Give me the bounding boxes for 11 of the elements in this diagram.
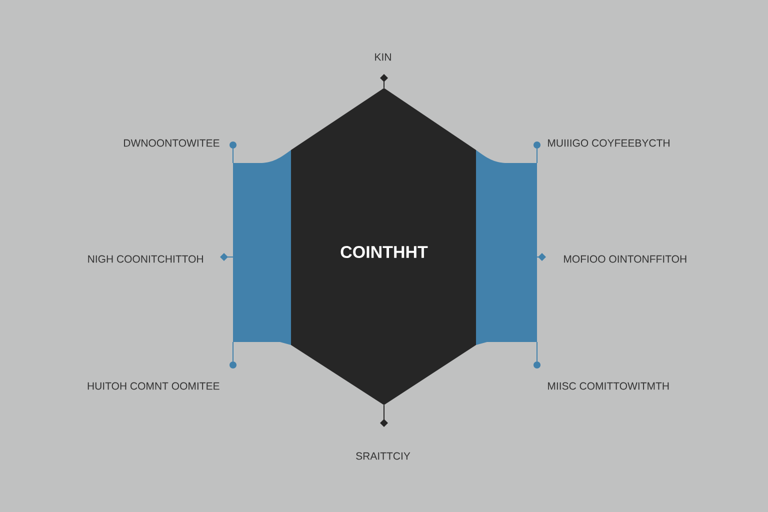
label: KIN [375, 53, 391, 61]
label: MUIIIGO COYFEEBYCTH [548, 139, 670, 147]
side-band [476, 150, 537, 345]
side-band [233, 150, 291, 345]
label: DWNOONTOWITEE [124, 139, 220, 147]
hexagon: COINTHHT [291, 88, 476, 405]
label: SRAITTCIY [356, 452, 410, 460]
label: NIGH COONITCHITTOH [88, 255, 203, 263]
label: MOFIOO OINTONFFITOH [564, 255, 686, 263]
label: MIISC COMITTOWITMTH [548, 382, 669, 390]
label: HUITOH COMNT OOMITEE [88, 382, 220, 390]
